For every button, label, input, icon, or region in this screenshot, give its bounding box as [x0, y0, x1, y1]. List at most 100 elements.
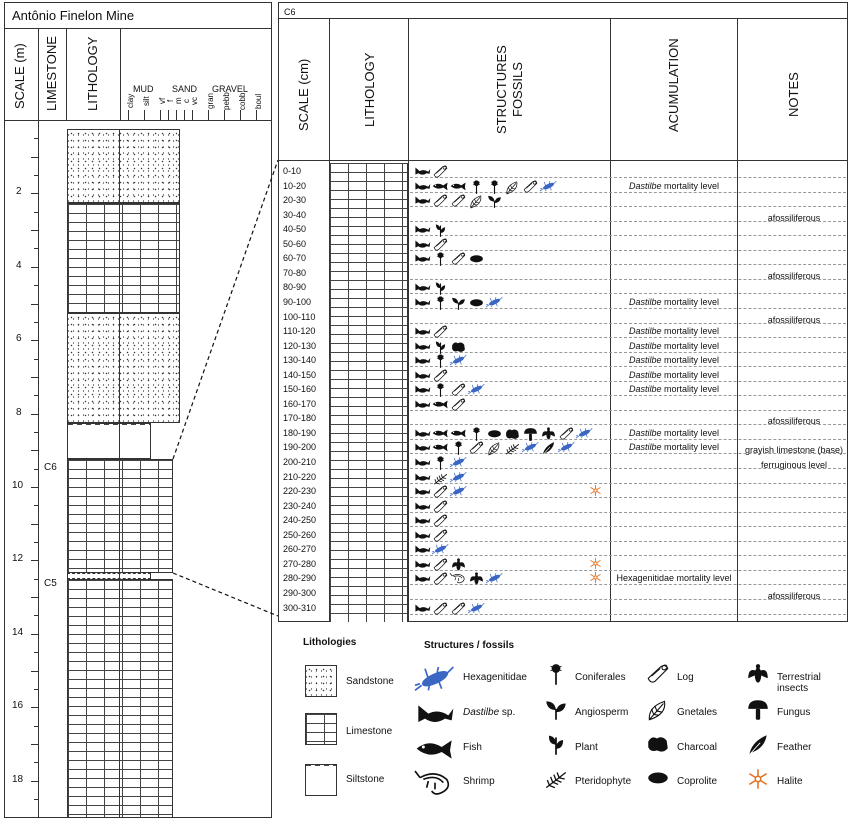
legend-icon-wrapper: [414, 766, 455, 811]
fossil-row-270-280: [414, 557, 467, 574]
accumulation-entry: Dastilbe mortality level: [612, 370, 736, 380]
fossil-row-140-150: [414, 368, 449, 385]
charcoal-icon: [648, 737, 668, 752]
grain-size-tick: [192, 110, 193, 120]
gnetales-icon: [470, 195, 482, 209]
note-entry: afossiliferous: [767, 590, 821, 601]
coprolite-icon: [648, 772, 668, 784]
left-col-divider-1: [38, 28, 39, 818]
scale-row-270-280: 270-280: [283, 558, 317, 569]
accumulation-text: mortality level: [661, 427, 720, 438]
fish-icon: [450, 182, 466, 190]
legend-label-text: Coniferales: [575, 672, 626, 683]
hexagenitidae-icon: [485, 573, 503, 584]
scale-tick: [31, 743, 38, 745]
accumulation-entry: Dastilbe mortality level: [612, 341, 736, 351]
scale-row-180-190: 180-190: [283, 427, 317, 438]
coniferales-icon: [436, 296, 445, 310]
legend-label-text: Gnetales: [677, 707, 718, 718]
scale-tick: [31, 230, 38, 232]
legend-label-halite: Halite: [777, 776, 803, 787]
dastilbe-icon: [415, 429, 431, 437]
row-dashed-line: [410, 351, 846, 353]
halite-marker: [588, 483, 603, 503]
accumulation-taxon: Dastilbe: [628, 427, 662, 438]
log-icon: [559, 427, 574, 440]
grain-size-tick: [208, 110, 209, 120]
legend-label-text: Terrestrial insects: [777, 672, 821, 694]
row-dashed-line: [410, 598, 846, 600]
log-icon: [433, 558, 448, 571]
scale-row-210-220: 210-220: [283, 471, 317, 482]
legend-icon-wrapper: [543, 732, 569, 763]
legend-icon-wrapper: [745, 697, 771, 728]
log-icon: [433, 485, 448, 498]
dastilbe-icon: [415, 327, 431, 335]
scale-tick: [31, 266, 38, 268]
row-dashed-line: [410, 206, 846, 208]
dastilbe-icon: [415, 342, 431, 350]
note-entry: afossiliferous: [767, 270, 821, 281]
dastilbe-icon: [415, 356, 431, 364]
dastilbe-icon: [415, 283, 431, 292]
log-icon: [433, 573, 448, 585]
fossil-row-240-250: [414, 513, 449, 530]
charcoal-icon: [452, 342, 465, 352]
gnetales-icon: [648, 700, 666, 721]
row-dashed-line: [410, 497, 846, 499]
right-panel: [278, 2, 848, 622]
note-entry: afossiliferous: [767, 314, 821, 325]
row-dashed-line: [410, 307, 846, 309]
legend-sandstone-swatch: [305, 665, 337, 697]
scale-row-220-230: 220-230: [283, 486, 317, 497]
coprolite-icon: [470, 255, 483, 263]
terrestrial-insects-icon: [452, 558, 465, 571]
fossil-row-200-210: [414, 455, 467, 472]
accumulation-entry: Hexagenitidae mortality level: [612, 573, 736, 583]
feather-icon: [542, 442, 555, 456]
legend-label-text: Angiosperm: [575, 707, 629, 718]
row-dashed-line: [410, 235, 846, 237]
plant-icon: [435, 340, 446, 354]
dastilbe-icon: [415, 604, 431, 612]
legend-icon-wrapper: [415, 732, 455, 777]
legend-label-text: Shrimp: [463, 776, 495, 787]
dastilbe-icon: [415, 473, 431, 481]
accumulation-entry: Dastilbe mortality level: [612, 428, 736, 438]
coniferales-icon: [472, 427, 481, 441]
log-icon: [469, 442, 484, 454]
scale-row-30-40: 30-40: [283, 209, 307, 220]
dastilbe-icon: [415, 516, 431, 524]
accumulation-text: mortality level: [661, 180, 720, 191]
left-header-divider: [4, 120, 272, 121]
fossil-row-120-130: [414, 339, 467, 356]
legend-label-text: Coprolite: [677, 776, 718, 787]
left-col-divider-3: [120, 28, 121, 120]
row-dashed-line: [410, 322, 846, 324]
limestone-label-c5: C5: [44, 578, 57, 589]
coprolite-icon: [470, 299, 483, 307]
grain-size-tick: [224, 110, 225, 120]
note-entry: grayish limestone (base): [744, 445, 844, 456]
right-col-scale-header: SCALE (cm): [296, 58, 311, 132]
row-dashed-line: [410, 380, 846, 382]
dastilbe-icon: [415, 225, 431, 233]
legend-icon-wrapper: [414, 662, 455, 707]
legend-label-plant: Plant: [575, 742, 598, 753]
fish-icon: [416, 740, 452, 759]
accumulation-text: mortality level: [661, 296, 720, 307]
scale-row-60-70: 60-70: [283, 253, 307, 264]
left-title-divider: [4, 28, 272, 29]
note-entry: ferruginous level: [760, 460, 828, 470]
row-dashed-line: [410, 438, 846, 440]
legend-label-text: Hexagenitidae: [463, 672, 527, 683]
scale-tick: [34, 688, 38, 690]
row-dashed-line: [410, 337, 846, 339]
fossil-row-90-100: [414, 295, 503, 312]
scale-tick: [34, 505, 38, 507]
left-col-divider-2: [66, 28, 67, 120]
scale-row-190-200: 190-200: [283, 442, 317, 453]
legend-label-text: sp.: [499, 707, 516, 718]
scale-row-280-290: 280-290: [283, 573, 317, 584]
scale-row-100-110: 100-110: [283, 311, 316, 322]
